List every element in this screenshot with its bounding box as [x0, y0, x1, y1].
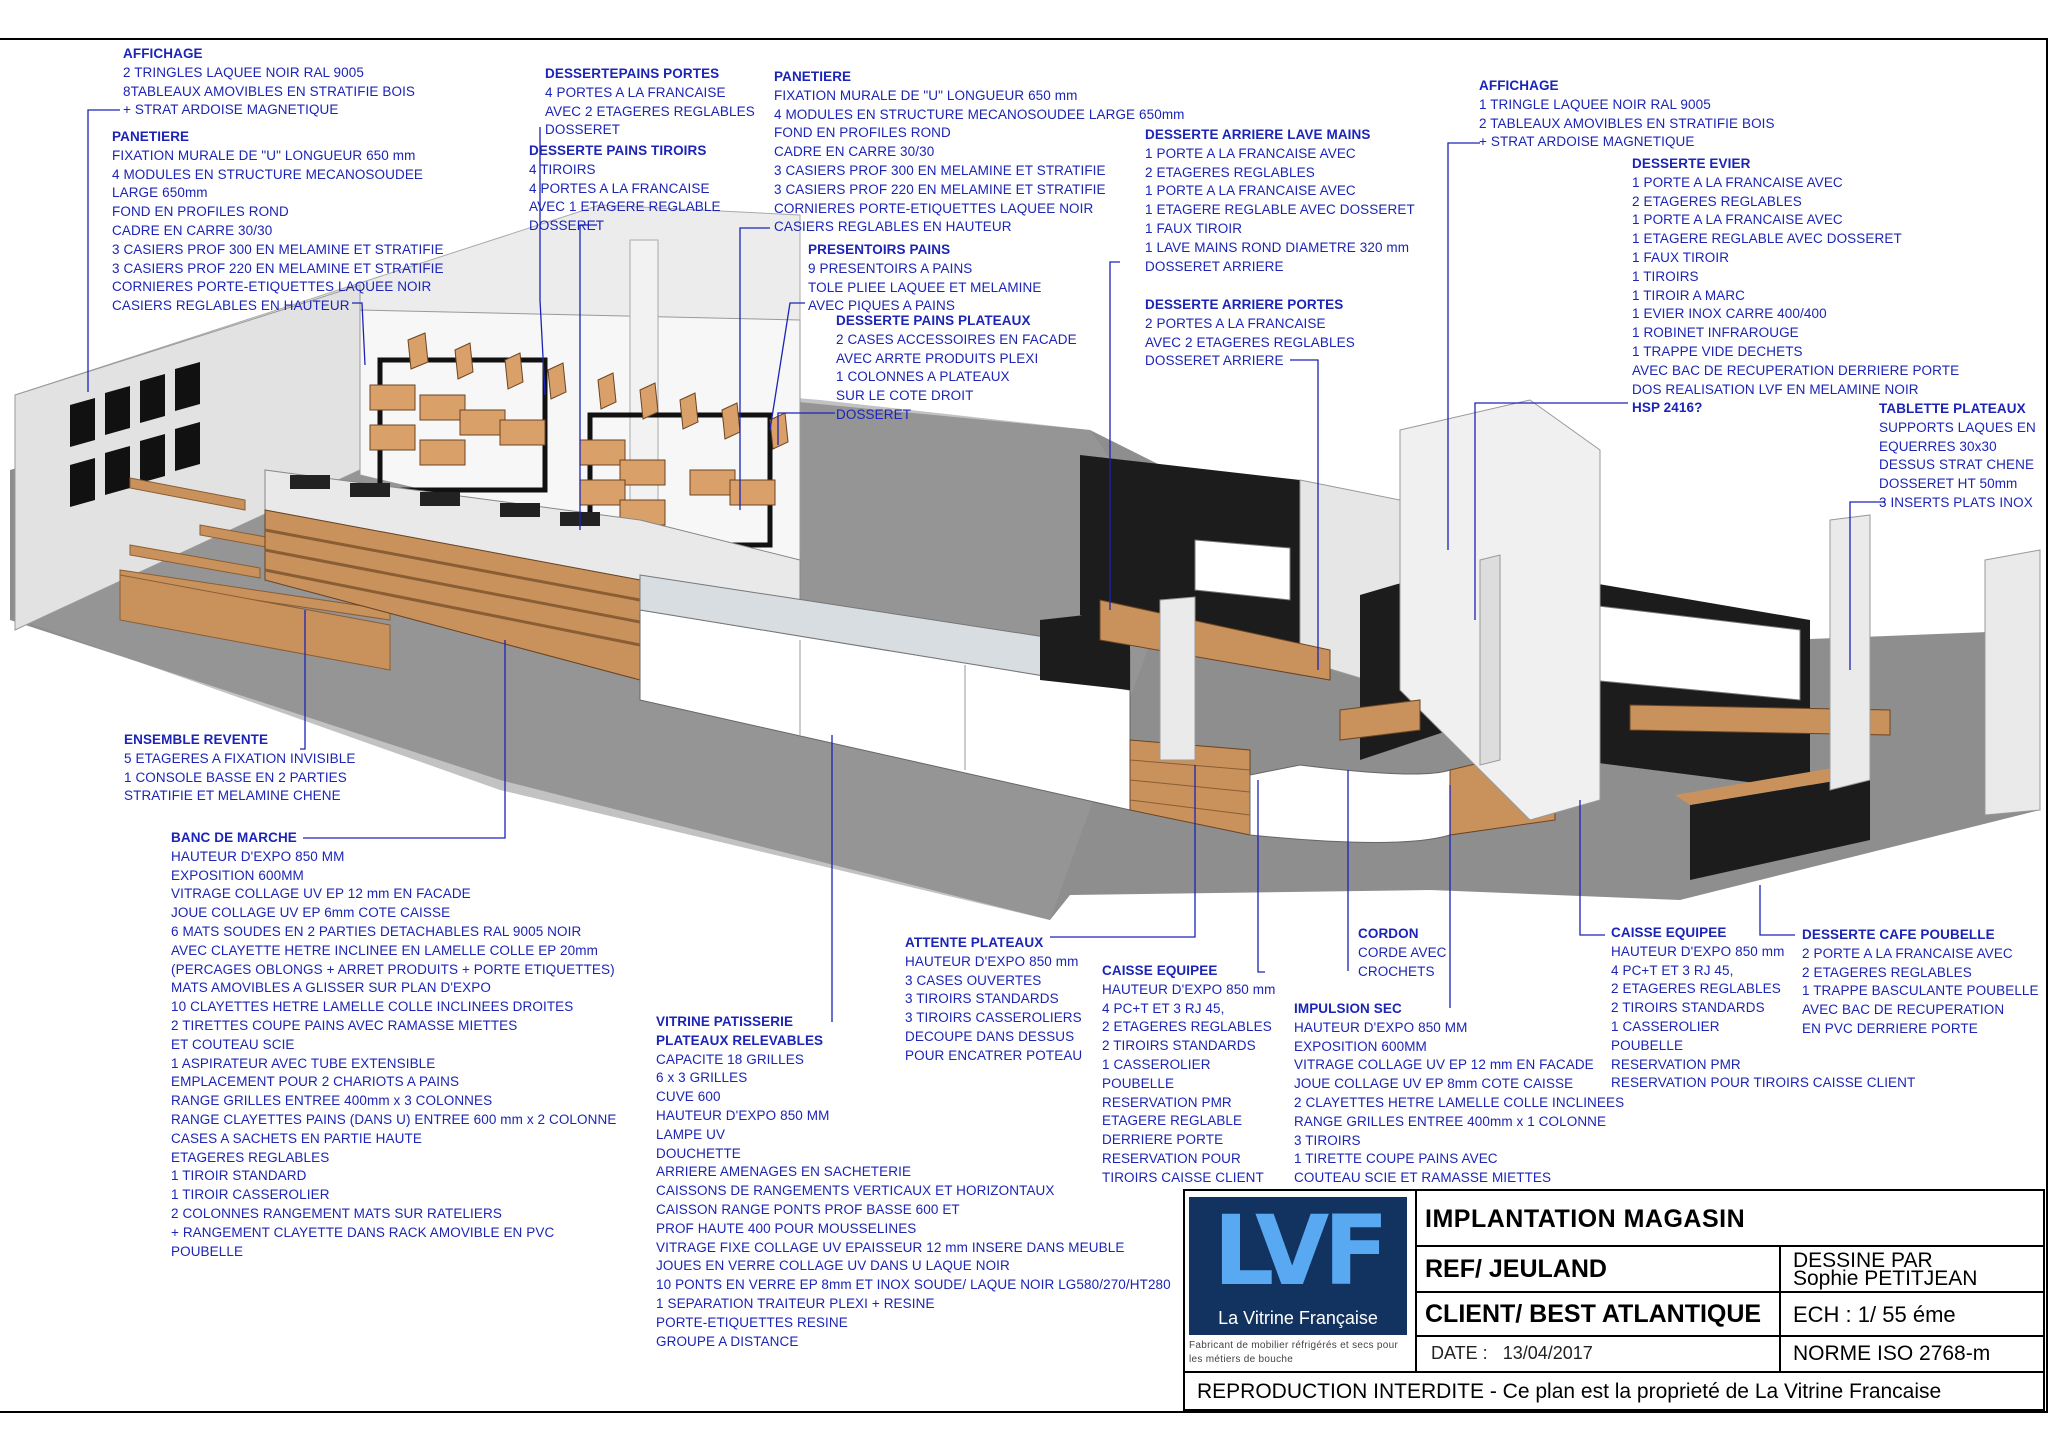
- note-caisse-equipee-left: CAISSE EQUIPEE HAUTEUR D'EXPO 850 mm 4 P…: [1102, 963, 1276, 1185]
- plan-scale: ECH : 1/ 55 éme: [1781, 1293, 2045, 1337]
- company-logo-area: LVF La Vitrine Française Fabricant de mo…: [1185, 1191, 1417, 1371]
- note-desserte-evier: DESSERTE EVIER 1 PORTE A LA FRANCAISE AV…: [1632, 156, 1960, 416]
- note-affichage-left: AFFICHAGE 2 TRINGLES LAQUEE NOIR RAL 900…: [123, 46, 416, 118]
- lvf-logo: LVF La Vitrine Française: [1189, 1197, 1407, 1335]
- note-tablette-plateaux: TABLETTE PLATEAUX SUPPORTS LAQUES EN EQU…: [1879, 401, 2036, 510]
- date-value: 13/04/2017: [1502, 1343, 1593, 1363]
- drawing-frame: [0, 38, 2048, 1413]
- note-caisse-equipee-right: CAISSE EQUIPEE HAUTEUR D'EXPO 850 mm 4 P…: [1611, 925, 1916, 1091]
- drawn-by-label: DESSINE PAR: [1793, 1249, 1933, 1272]
- vitrine-patisserie: [639, 574, 1251, 836]
- logo-tagline: Fabricant de mobilier réfrigérés et secs…: [1189, 1340, 1399, 1365]
- note-cordon: CORDON CORDE AVEC CROCHETS: [1358, 926, 1447, 979]
- reproduction-notice: REPRODUCTION INTERDITE - Ce plan est la …: [1185, 1371, 2043, 1409]
- note-panetiere-left: PANETIERE FIXATION MURALE DE "U" LONGUEU…: [112, 129, 444, 314]
- revente-shelves: [119, 477, 391, 671]
- note-title: AFFICHAGE: [123, 46, 203, 61]
- plan-title: IMPLANTATION MAGASIN: [1417, 1191, 2045, 1247]
- note-desserte-pains-portes: DESSERTEPAINS PORTES 4 PORTES A LA FRANC…: [545, 66, 755, 138]
- plan-date: DATE : 13/04/2017: [1417, 1337, 1781, 1371]
- note-desserte-pains-tiroirs: DESSERTE PAINS TIROIRS 4 TIROIRS 4 PORTE…: [529, 143, 721, 234]
- date-label: DATE :: [1431, 1343, 1488, 1363]
- title-block: LVF La Vitrine Française Fabricant de mo…: [1183, 1189, 2045, 1411]
- plan-norme: NORME ISO 2768-m: [1793, 1342, 1991, 1365]
- banc-de-marche: [264, 469, 801, 681]
- drawn-by: DESSINE PAR Sophie PETITJEAN: [1781, 1247, 2045, 1293]
- note-affichage-right: AFFICHAGE 1 TRINGLE LAQUEE NOIR RAL 9005…: [1479, 78, 1775, 150]
- note-banc-de-marche: BANC DE MARCHE HAUTEUR D'EXPO 850 MM EXP…: [171, 830, 617, 1259]
- note-ensemble-revente: ENSEMBLE REVENTE 5 ETAGERES A FIXATION I…: [124, 732, 356, 804]
- plan-reference: REF/ JEULAND: [1417, 1247, 1781, 1293]
- note-impulsion-sec: IMPULSION SEC HAUTEUR D'EXPO 850 MM EXPO…: [1294, 1001, 1625, 1186]
- note-panetiere-center: PANETIERE FIXATION MURALE DE "U" LONGUEU…: [774, 69, 1185, 235]
- logo-company-name: La Vitrine Française: [1218, 1308, 1378, 1328]
- drawn-by-name: Sophie PETITJEAN: [1793, 1267, 1978, 1290]
- display-boards: [70, 362, 200, 507]
- note-desserte-arriere-portes: DESSERTE ARRIERE PORTES 2 PORTES A LA FR…: [1145, 297, 1355, 369]
- note-desserte-cafe-poubelle: DESSERTE CAFE POUBELLE 2 PORTE A LA FRAN…: [1802, 927, 2039, 1036]
- note-attente-plateaux: ATTENTE PLATEAUX HAUTEUR D'EXPO 850 mm 3…: [905, 935, 1083, 1063]
- panetiere-racks: [369, 332, 789, 548]
- back-black-walls: [1040, 399, 2041, 880]
- plan-client: CLIENT/ BEST ATLANTIQUE: [1417, 1293, 1781, 1337]
- caisse-counter: [1249, 764, 1451, 843]
- note-presentoirs-pains: PRESENTOIRS PAINS 9 PRESENTOIRS A PAINS …: [808, 242, 1042, 314]
- note-vitrine-patisserie: VITRINE PATISSERIE PLATEAUX RELEVABLES C…: [656, 1014, 1171, 1349]
- note-desserte-pains-plateaux: DESSERTE PAINS PLATEAUX 2 CASES ACCESSOI…: [836, 313, 1077, 422]
- leader-lines: [87, 109, 1885, 1022]
- logo-letters: LVF: [1213, 1195, 1389, 1307]
- note-desserte-arriere-lave-mains: DESSERTE ARRIERE LAVE MAINS 1 PORTE A LA…: [1145, 127, 1415, 274]
